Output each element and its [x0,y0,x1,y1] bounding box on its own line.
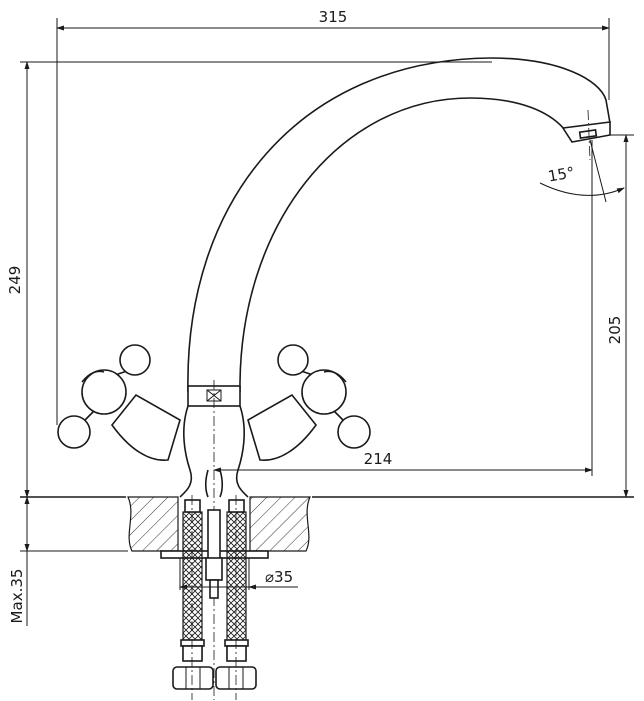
dimension-label-205: 205 [606,316,624,345]
dimension-overall-height: 249 [6,61,492,498]
base-collar [187,380,241,700]
dimension-label-max-35: Max.35 [8,569,26,624]
dimension-spout-angle: 15° [539,139,625,203]
dimension-label-15-degrees: 15° [547,163,576,185]
dimension-label-249: 249 [6,266,24,295]
dimension-spout-reach: 214 [213,140,593,476]
countertop-section [20,496,634,559]
dimension-label-315: 315 [319,8,348,26]
dimension-hole-diameter: ⌀35 [179,558,298,590]
mounting-stud [205,509,223,599]
dimension-overall-width: 315 [56,8,610,425]
right-handle [247,344,371,461]
dimension-label-214: 214 [364,450,393,468]
spout [187,57,611,393]
dimension-label-diameter-35: ⌀35 [265,568,293,586]
left-handle [57,344,181,461]
faucet-body [179,405,249,498]
supply-hoses [172,495,257,700]
dimension-max-thickness: Max.35 [8,496,128,626]
